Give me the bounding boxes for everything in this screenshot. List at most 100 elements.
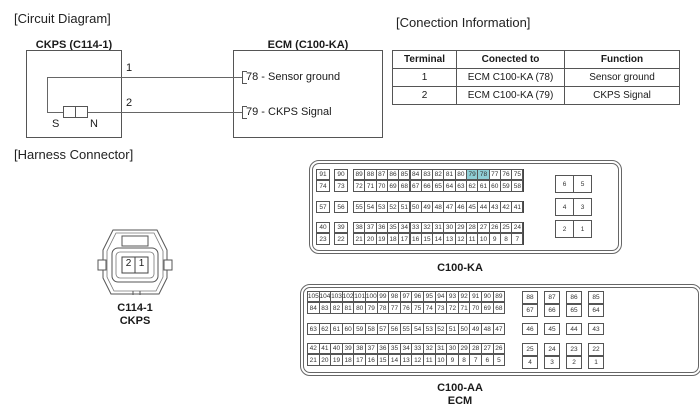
pin-44: 44 [566, 323, 582, 335]
pin-45: 45 [544, 323, 560, 335]
connection-info-title: [Conection Information] [396, 15, 531, 30]
header-terminal: Terminal [392, 50, 457, 69]
ckps-box [26, 50, 122, 138]
pin-79: 79 [365, 302, 378, 314]
circuit-diagram-title: [Circuit Diagram] [14, 11, 111, 26]
ckps-connector-icon [97, 229, 173, 295]
ckps-label: CKPS (C114-1) [35, 39, 113, 51]
pin-73: 73 [434, 302, 448, 314]
table-row: 1 ECM C100-KA (78) Sensor ground [392, 68, 680, 87]
pin-17: 17 [353, 354, 366, 366]
pin-3: 3 [573, 198, 592, 216]
aa-connector-label-2: ECM [447, 395, 473, 407]
pin78-label: 78 - Sensor ground [246, 71, 341, 83]
pin-24: 24 [511, 222, 524, 233]
ecm-label: ECM (C100-KA) [267, 39, 349, 51]
pin-6: 6 [555, 175, 574, 193]
pin-5: 5 [492, 354, 506, 366]
pin-66: 66 [544, 304, 560, 317]
pin-89: 89 [492, 291, 506, 302]
pin78-bracket-icon [242, 71, 247, 84]
pin-26: 26 [492, 343, 506, 354]
pin-68: 68 [492, 302, 506, 314]
sensor-s-label: S [52, 118, 60, 130]
wire-2-number: 2 [126, 97, 133, 109]
pin-40: 40 [316, 222, 330, 233]
pin-18: 18 [341, 354, 355, 366]
ckps-connector-label-1: C114-1 [117, 302, 153, 314]
pin-3: 3 [544, 356, 560, 369]
ckps-pin-1: 1 [138, 258, 145, 269]
harness-connector-title: [Harness Connector] [14, 147, 134, 162]
pin-60: 60 [341, 323, 355, 335]
pin-19: 19 [330, 354, 343, 366]
wire-1-drop [47, 77, 48, 112]
pin-76: 76 [399, 302, 413, 314]
cell-connected-to: ECM C100-KA (78) [456, 68, 565, 87]
pin-14: 14 [388, 354, 401, 366]
ecm-box [233, 50, 383, 138]
pin-57: 57 [316, 201, 330, 213]
pin-61: 61 [477, 180, 490, 192]
pin-75: 75 [511, 169, 524, 180]
pin-23: 23 [566, 343, 582, 356]
pin-81: 81 [341, 302, 355, 314]
aa-connector-inner [303, 287, 699, 373]
wire-1 [47, 77, 242, 78]
pin-21: 21 [353, 233, 366, 245]
pin-16: 16 [365, 354, 378, 366]
aa-connector-label-1: C100-AA [437, 382, 483, 394]
cell-connected-to: ECM C100-KA (79) [456, 86, 565, 105]
pin79-bracket-icon [242, 106, 247, 119]
pin-7: 7 [469, 354, 482, 366]
wire-2 [88, 112, 242, 113]
pin-58: 58 [511, 180, 524, 192]
pin-90: 90 [334, 169, 348, 180]
pin-24: 24 [544, 343, 560, 356]
cell-terminal: 2 [392, 86, 457, 105]
pin-55: 55 [399, 323, 413, 335]
pin-86: 86 [566, 291, 582, 304]
ka-connector-label: C100-KA [437, 262, 483, 274]
pin-4: 4 [555, 198, 574, 216]
pin-4: 4 [522, 356, 538, 369]
pin-5: 5 [573, 175, 592, 193]
pin-85: 85 [588, 291, 604, 304]
pin-47: 47 [492, 323, 506, 335]
table-row: 2 ECM C100-KA (79) CKPS Signal [392, 86, 680, 105]
pin-87: 87 [544, 291, 560, 304]
sensor-coil-icon [63, 106, 88, 118]
pin-91: 91 [316, 169, 330, 180]
pin-67: 67 [522, 304, 538, 317]
pin-46: 46 [522, 323, 538, 335]
pin79-label: 79 - CKPS Signal [246, 106, 332, 118]
pin-25: 25 [522, 343, 538, 356]
pin-1: 1 [588, 356, 604, 369]
pin-22: 22 [334, 233, 348, 245]
pin-44: 44 [477, 201, 490, 213]
pin-57: 57 [376, 323, 390, 335]
table-header-row: Terminal Conected to Function [392, 50, 680, 69]
pin-75: 75 [411, 302, 424, 314]
header-function: Function [564, 50, 680, 69]
wire-s-lead [47, 112, 63, 113]
pin-7: 7 [511, 233, 524, 245]
connection-table: Terminal Conected to Function 1 ECM C100… [392, 50, 680, 105]
ka-connector-outer [309, 160, 622, 254]
cell-function: Sensor ground [564, 68, 680, 87]
pin-64: 64 [588, 304, 604, 317]
pin-88: 88 [522, 291, 538, 304]
pin-23: 23 [316, 233, 330, 245]
pin-22: 22 [588, 343, 604, 356]
pin-1: 1 [573, 220, 592, 238]
pin-39: 39 [334, 222, 348, 233]
pin-2: 2 [555, 220, 574, 238]
pin-2: 2 [566, 356, 582, 369]
pin-74: 74 [316, 180, 330, 192]
cell-terminal: 1 [392, 68, 457, 87]
pin-73: 73 [334, 180, 348, 192]
pin-66: 66 [420, 180, 434, 192]
pin-13: 13 [399, 354, 413, 366]
aa-connector-outer [300, 284, 700, 376]
cell-function: CKPS Signal [564, 86, 680, 105]
